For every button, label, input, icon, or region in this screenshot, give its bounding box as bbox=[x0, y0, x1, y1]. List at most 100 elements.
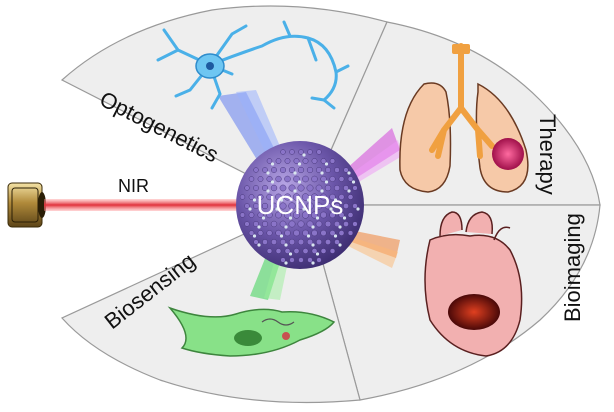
nanoparticle-bead bbox=[302, 158, 309, 164]
nanoparticle-dopant bbox=[356, 207, 360, 211]
nanoparticle-dopant bbox=[342, 216, 347, 220]
nanoparticle-dopant bbox=[266, 189, 270, 193]
nanoparticle-bead bbox=[239, 194, 246, 200]
nanoparticle-bead bbox=[293, 229, 300, 237]
nanoparticle-bead bbox=[338, 176, 345, 182]
nanoparticle-bead bbox=[311, 248, 318, 254]
nanoparticle-bead bbox=[288, 166, 296, 174]
nanoparticle-bead bbox=[284, 229, 291, 237]
tumor-icon bbox=[492, 138, 524, 170]
nanoparticle-bead bbox=[266, 158, 273, 164]
nanoparticle-bead bbox=[257, 212, 264, 218]
nanoparticle-dopant bbox=[293, 171, 297, 175]
nanoparticle-bead bbox=[347, 194, 354, 200]
nanoparticle-bead bbox=[343, 203, 349, 209]
nanoparticle-dopant bbox=[306, 234, 311, 238]
nanoparticle-bead bbox=[329, 193, 336, 201]
nanoparticle-bead bbox=[329, 176, 336, 182]
nanoparticle-bead bbox=[288, 220, 296, 228]
nanoparticle-bead bbox=[284, 193, 291, 201]
nanoparticle-bead bbox=[279, 166, 287, 174]
nanoparticle-bead bbox=[248, 176, 255, 182]
nanoparticle-bead bbox=[316, 239, 322, 245]
nanoparticle-bead bbox=[338, 194, 345, 200]
nanoparticle-bead bbox=[316, 167, 322, 173]
nanoparticle-dopant bbox=[320, 189, 324, 193]
nanoparticle-dopant bbox=[333, 234, 338, 238]
nanoparticle-bead bbox=[320, 248, 327, 254]
center-label: UCNPs bbox=[257, 190, 344, 220]
heart-icon bbox=[424, 211, 523, 357]
nanoparticle-icon bbox=[236, 141, 364, 269]
nanoparticle-bead bbox=[275, 229, 282, 237]
nanoparticle-bead bbox=[347, 212, 354, 218]
nanoparticle-bead bbox=[315, 202, 323, 210]
nanoparticle-bead bbox=[325, 239, 331, 245]
nanoparticle-bead bbox=[279, 184, 287, 192]
nanoparticle-bead bbox=[301, 211, 310, 219]
nanoparticle-bead bbox=[275, 158, 282, 164]
nanoparticle-dopant bbox=[279, 234, 284, 238]
nanoparticle-dopant bbox=[288, 216, 293, 220]
nanoparticle-dopant bbox=[284, 261, 288, 265]
nanoparticle-bead bbox=[266, 176, 273, 182]
nanoparticle-bead bbox=[266, 193, 273, 201]
nanoparticle-bead bbox=[320, 193, 327, 201]
nanoparticle-bead bbox=[275, 248, 282, 254]
nanoparticle-dopant bbox=[338, 243, 342, 247]
nanoparticle-bead bbox=[292, 193, 301, 201]
glow-therapy bbox=[345, 128, 402, 186]
nanoparticle-bead bbox=[306, 184, 314, 192]
nanoparticle-bead bbox=[270, 202, 278, 210]
nanoparticle-bead bbox=[293, 175, 300, 183]
nanoparticle-bead bbox=[343, 221, 349, 227]
nanoparticle-dopant bbox=[270, 180, 275, 184]
nanoparticle-dopant bbox=[297, 162, 302, 166]
nanoparticle-bead bbox=[297, 202, 305, 210]
nanoparticle-bead bbox=[347, 230, 354, 236]
cell-icon bbox=[167, 306, 336, 357]
nanoparticle-bead bbox=[280, 149, 286, 155]
nanoparticle-bead bbox=[271, 239, 277, 245]
nanoparticle-bead bbox=[315, 220, 323, 228]
nanoparticle-bead bbox=[288, 202, 296, 210]
nanoparticle-dopant bbox=[261, 216, 266, 220]
nanoparticle-dopant bbox=[315, 252, 320, 256]
nanoparticle-bead bbox=[334, 167, 340, 173]
nanoparticle-bead bbox=[289, 149, 295, 155]
nanoparticle-bead bbox=[338, 212, 345, 218]
nanoparticle-bead bbox=[329, 211, 336, 219]
nanoparticle-dopant bbox=[333, 198, 338, 202]
nanoparticle-bead bbox=[352, 203, 358, 209]
nanoparticle-dopant bbox=[284, 225, 288, 229]
nanoparticle-bead bbox=[306, 202, 314, 210]
nanoparticle-bead bbox=[306, 238, 314, 246]
nanoparticle-dopant bbox=[270, 162, 275, 166]
nanoparticle-bead bbox=[306, 220, 314, 228]
nanoparticle-bead bbox=[298, 257, 304, 263]
label-bioimaging: Bioimaging bbox=[560, 213, 585, 322]
nir-beam bbox=[44, 199, 256, 211]
nanoparticle-bead bbox=[244, 203, 250, 209]
nanoparticle-bead bbox=[266, 248, 273, 254]
nanoparticle-bead bbox=[329, 230, 336, 236]
nanoparticle-bead bbox=[288, 238, 296, 246]
nanoparticle-dopant bbox=[252, 234, 257, 238]
nanoparticle-bead bbox=[284, 211, 291, 219]
nanoparticle-bead bbox=[302, 248, 309, 254]
nanoparticle-bead bbox=[320, 229, 327, 237]
nanoparticle-bead bbox=[244, 185, 250, 191]
nanoparticle-dopant bbox=[257, 243, 261, 247]
nanoparticle-bead bbox=[253, 185, 259, 191]
nanoparticle-bead bbox=[248, 230, 255, 236]
nanoparticle-dopant bbox=[248, 207, 252, 211]
glow-bioimaging bbox=[344, 230, 400, 268]
nanoparticle-bead bbox=[334, 221, 340, 227]
nanoparticle-dopant bbox=[347, 171, 351, 175]
nanoparticle-bead bbox=[275, 193, 282, 201]
nanoparticle-bead bbox=[352, 185, 358, 191]
nanoparticle-bead bbox=[293, 158, 300, 164]
nanoparticle-dopant bbox=[252, 198, 257, 202]
nanoparticle-bead bbox=[257, 230, 264, 236]
nanoparticle-bead bbox=[257, 194, 264, 200]
